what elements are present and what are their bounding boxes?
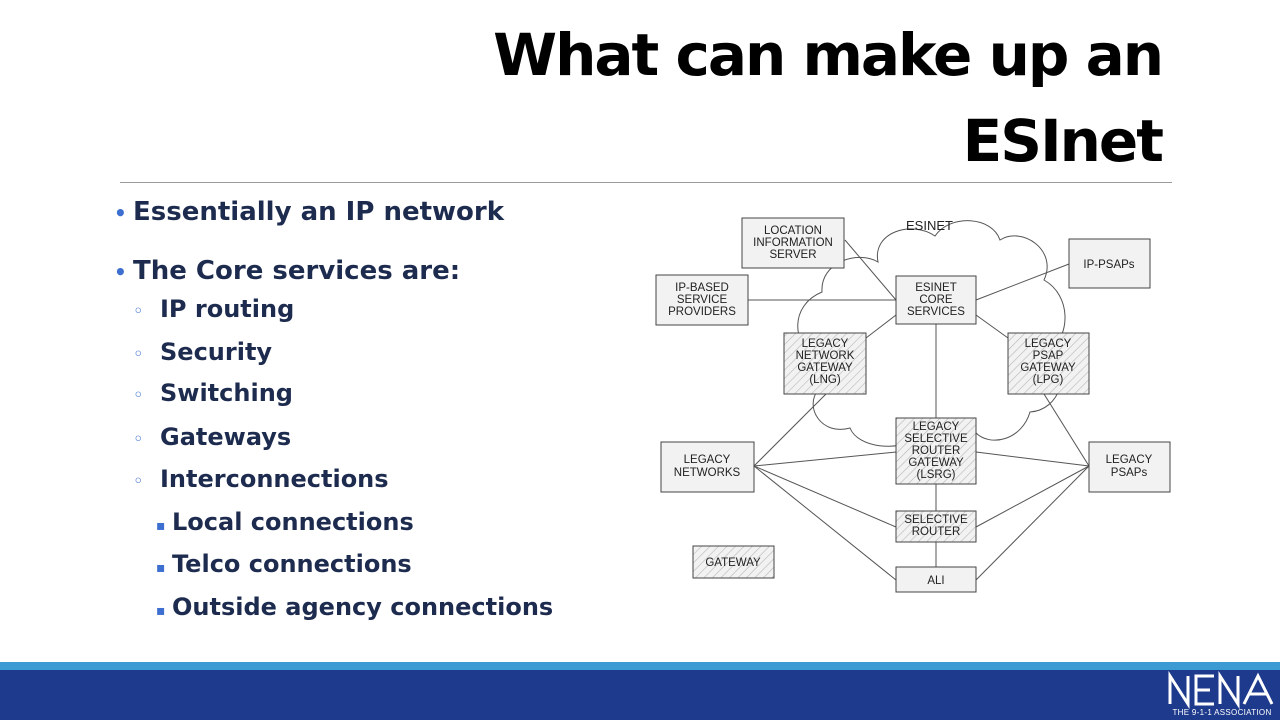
nena-logo-icon: [1168, 670, 1274, 710]
legacy-psaps-label-1: LEGACY: [1106, 454, 1153, 466]
legacy-psaps-box: [1088, 441, 1171, 493]
ip-based-service-providers-box: [655, 274, 749, 326]
legacy-networks-label-2: NETWORKS: [674, 467, 741, 479]
bullet-marker-icon: •: [114, 201, 127, 225]
lsrg-label-3: ROUTER: [912, 445, 961, 457]
cloud-label: ESINET: [906, 218, 953, 233]
circle-marker-icon: ◦: [133, 429, 144, 450]
gateway-legend-box: [692, 545, 775, 579]
legacy-network-gateway-box: [783, 332, 867, 395]
title-divider: [120, 182, 1172, 183]
bullet-marker-icon: •: [114, 260, 127, 284]
bullet-item: •Essentially an IP network: [114, 197, 505, 227]
sub-bullet-item: ◦IP routing: [133, 295, 295, 323]
square-marker-icon: ▪: [156, 518, 166, 534]
lng-label-2: NETWORK: [796, 350, 855, 362]
lng-label-1: LEGACY: [802, 338, 849, 350]
bullet-list: •Essentially an IP network •The Core ser…: [0, 0, 640, 660]
sub-bullet-item: ◦Interconnections: [133, 465, 389, 493]
circle-marker-icon: ◦: [133, 301, 144, 322]
legacy-selective-router-gateway-box: [895, 417, 977, 485]
lpg-label-3: GATEWAY: [1020, 362, 1076, 374]
esinet-core-services-box: [895, 275, 977, 325]
circle-marker-icon: ◦: [133, 385, 144, 406]
lpg-label-1: LEGACY: [1025, 338, 1072, 350]
lis-label-2: INFORMATION: [753, 237, 833, 249]
core-label-3: SERVICES: [907, 306, 965, 318]
ipbsp-label-3: PROVIDERS: [668, 306, 736, 318]
bullet-item: •The Core services are:: [114, 256, 461, 286]
sub-sub-bullet-item: ▪Local connections: [156, 508, 414, 536]
sub-bullet-item: ◦Gateways: [133, 423, 292, 451]
ali-label: ALI: [927, 575, 944, 587]
lng-label-4: (LNG): [809, 374, 840, 386]
lpg-label-2: PSAP: [1033, 350, 1064, 362]
location-information-server-box: [741, 217, 845, 269]
lsrg-label-4: GATEWAY: [908, 457, 964, 469]
legacy-networks-box: [660, 441, 755, 493]
selective-router-label-1: SELECTIVE: [904, 514, 968, 526]
selective-router-label-2: ROUTER: [912, 526, 961, 538]
lsrg-label-2: SELECTIVE: [904, 433, 968, 445]
selective-router-box: [895, 510, 977, 543]
footer-stripe: [0, 662, 1280, 670]
lpg-label-4: (LPG): [1033, 374, 1064, 386]
ipbsp-label-1: IP-BASED: [675, 282, 729, 294]
sub-bullet-item: ◦Security: [133, 338, 273, 366]
slide-title-line2: ESInet: [962, 107, 1164, 175]
lng-label-3: GATEWAY: [797, 362, 853, 374]
ip-psaps-box: [1068, 238, 1151, 289]
square-marker-icon: ▪: [156, 603, 166, 619]
sub-sub-bullet-item: ▪Outside agency connections: [156, 593, 554, 621]
square-marker-icon: ▪: [156, 560, 166, 576]
core-label-1: ESINET: [915, 282, 957, 294]
slide-title: What can make up an ESInet: [300, 12, 1164, 184]
logo-tagline: THE 9-1-1 ASSOCIATION: [1172, 708, 1272, 717]
footer-bar: [0, 670, 1280, 720]
circle-marker-icon: ◦: [133, 471, 144, 492]
core-label-2: CORE: [919, 294, 953, 306]
lis-label-1: LOCATION: [764, 225, 822, 237]
ippsaps-label: IP-PSAPs: [1083, 259, 1134, 271]
slide-title-line1: What can make up an: [493, 21, 1164, 89]
ali-box: [895, 566, 977, 593]
gateway-label: GATEWAY: [705, 557, 761, 569]
circle-marker-icon: ◦: [133, 344, 144, 365]
legacy-networks-label-1: LEGACY: [684, 454, 731, 466]
esinet-diagram: ESINET LOCATION INFORMATION SERVER IP-BA…: [655, 217, 1171, 593]
sub-bullet-item: ◦Switching: [133, 379, 293, 407]
ipbsp-label-2: SERVICE: [677, 294, 728, 306]
connection-lines: [748, 239, 1090, 581]
legacy-psaps-label-2: PSAPs: [1111, 467, 1148, 479]
sub-sub-bullet-item: ▪Telco connections: [156, 550, 412, 578]
legacy-psap-gateway-box: [1007, 332, 1090, 395]
lsrg-label-5: (LSRG): [917, 469, 956, 481]
lis-label-3: SERVER: [769, 249, 816, 261]
lsrg-label-1: LEGACY: [913, 421, 960, 433]
